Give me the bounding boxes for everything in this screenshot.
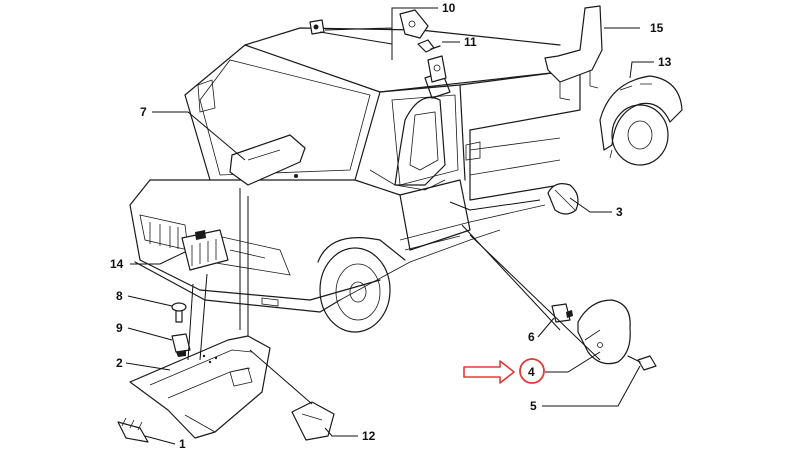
- part-2-tray[interactable]: [129, 335, 271, 439]
- part-13-wheel-arch[interactable]: [599, 75, 683, 166]
- callout-5[interactable]: 5: [530, 399, 537, 413]
- callout-3[interactable]: 3: [616, 205, 623, 219]
- part-14-fuse-box[interactable]: [181, 229, 229, 271]
- callout-13[interactable]: 13: [658, 55, 672, 69]
- part-1-clip-strip[interactable]: [117, 417, 149, 443]
- highlight-arrow: [463, 360, 515, 384]
- callout-15[interactable]: 15: [650, 21, 664, 35]
- callout-10[interactable]: 10: [442, 1, 456, 15]
- callout-labels: 10 11 15 13 7 3 14 8 9 2 1 12 6 4 5: [110, 1, 672, 450]
- callout-6[interactable]: 6: [528, 330, 535, 344]
- callout-2[interactable]: 2: [116, 356, 123, 370]
- part-5-screw[interactable]: [627, 355, 657, 371]
- van-illustration: [129, 27, 581, 333]
- part-4-cover[interactable]: [577, 299, 631, 365]
- part-7-plate[interactable]: [229, 134, 306, 186]
- part-11-screw[interactable]: [417, 39, 441, 53]
- part-8-screw[interactable]: [171, 302, 187, 323]
- callout-11[interactable]: 11: [464, 35, 477, 49]
- part-10-bracket[interactable]: [399, 9, 429, 39]
- callout-4[interactable]: 4: [528, 365, 535, 379]
- part-10-clip[interactable]: [309, 19, 325, 35]
- callout-1[interactable]: 1: [179, 437, 186, 450]
- part-15-bracket[interactable]: [544, 5, 603, 101]
- callout-9[interactable]: 9: [116, 321, 123, 335]
- part-11-latch[interactable]: [427, 55, 447, 83]
- part-12-cover[interactable]: [291, 401, 335, 441]
- highlight-circle: [519, 358, 545, 384]
- part-6-clip[interactable]: [551, 303, 573, 323]
- callout-8[interactable]: 8: [116, 289, 123, 303]
- part-3-cap[interactable]: [547, 183, 579, 215]
- part-9-clip[interactable]: [171, 333, 191, 357]
- callout-14[interactable]: 14: [110, 257, 124, 271]
- callout-12[interactable]: 12: [362, 429, 376, 443]
- leader-lines: [125, 7, 654, 445]
- callout-7[interactable]: 7: [140, 105, 147, 119]
